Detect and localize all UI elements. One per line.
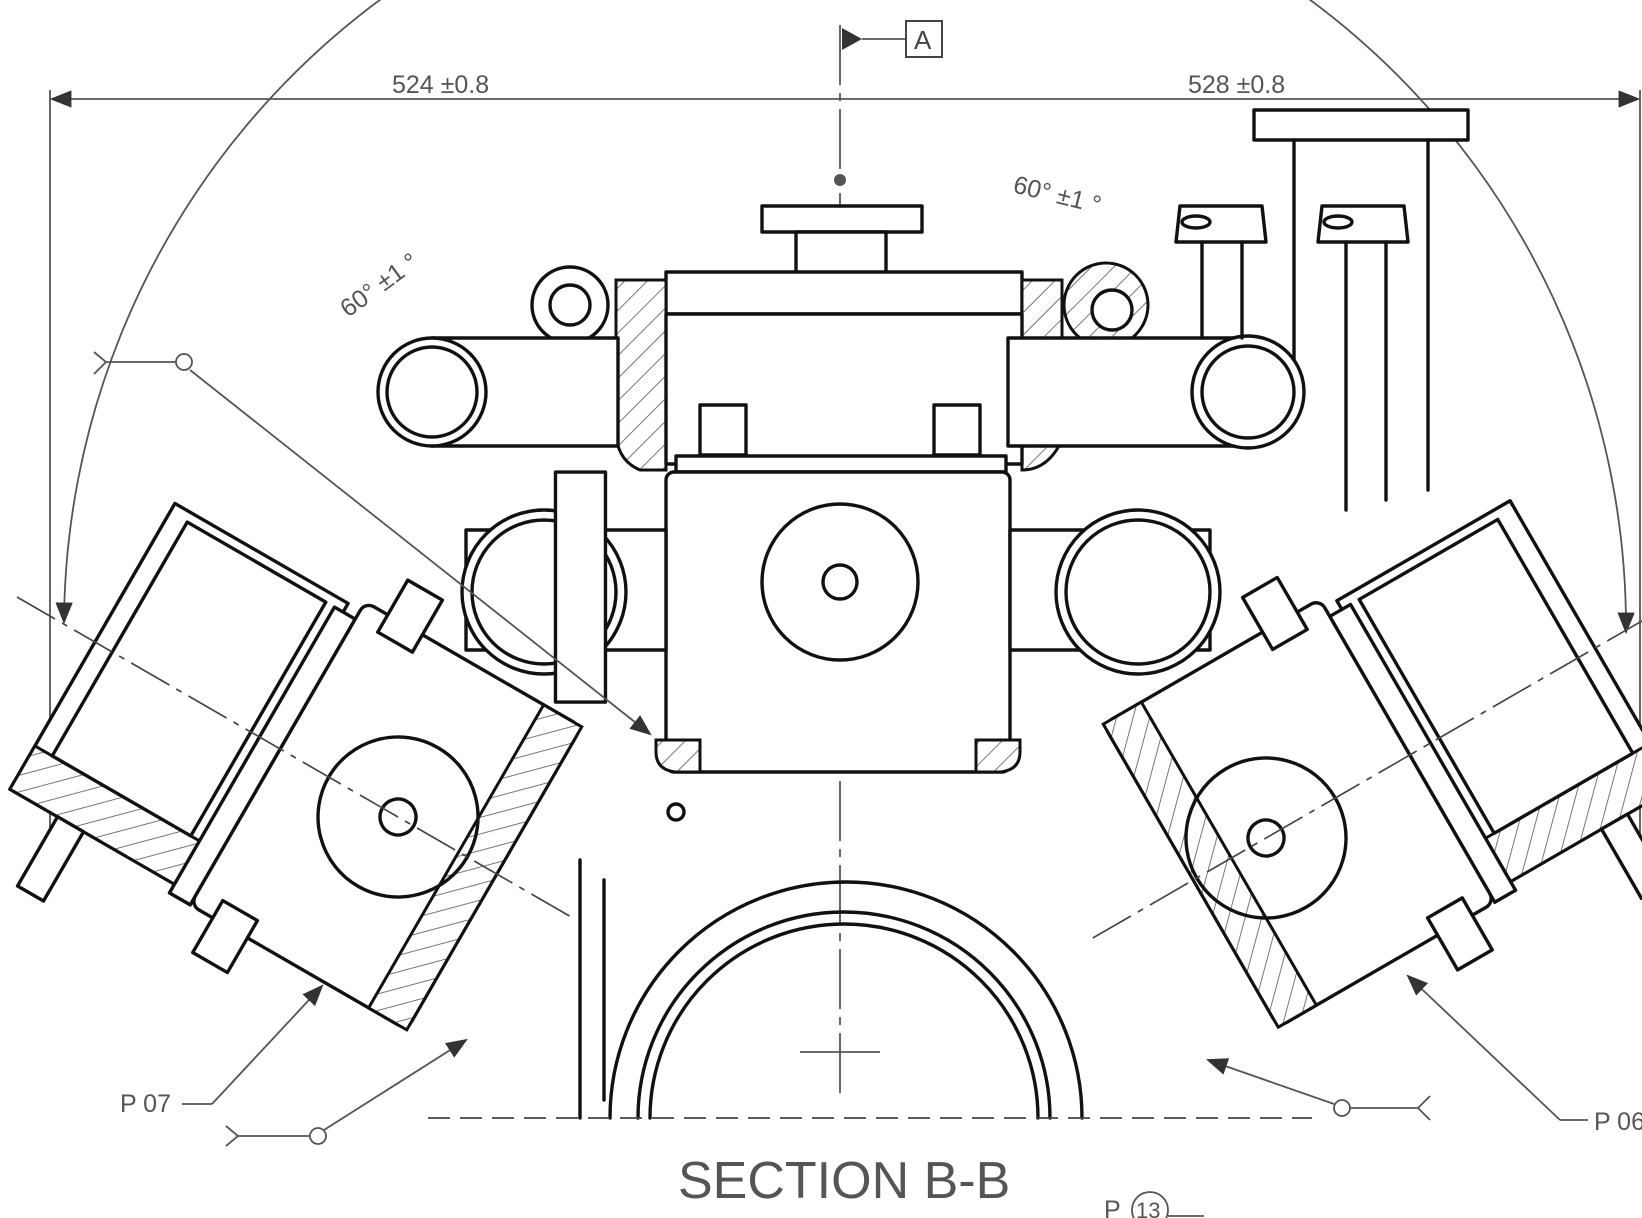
p06-leader <box>1406 974 1561 1121</box>
nozzle-cap-2 <box>1316 204 1410 244</box>
left-rear-shaft <box>15 815 86 903</box>
stack-top-plate <box>1252 108 1470 142</box>
center-hole <box>821 563 859 601</box>
right-motor-assembly <box>1092 499 1642 1030</box>
lifting-eyes <box>530 261 1150 349</box>
right-width-dimension: 528 ±0.8 <box>1188 71 1285 99</box>
right-pipe-inner <box>1064 518 1212 666</box>
nozzle-cap-2-hole <box>1322 214 1354 230</box>
right-rear-panel <box>1357 517 1635 835</box>
drum-outer-arc <box>608 880 1084 1120</box>
lower-right-weld-circle <box>1333 1099 1351 1117</box>
upper-housing-lid <box>664 270 1024 316</box>
right-lifting-eye-hole <box>1090 288 1134 332</box>
right-angle-dimension: 60° ±1 ° <box>1011 171 1104 220</box>
angle-arc <box>55 0 1635 635</box>
right-bottom-lug <box>1425 896 1494 972</box>
p06-callout: P 06 <box>1594 1108 1642 1136</box>
left-top-lug <box>376 578 445 654</box>
left-angle-dimension: 60° ±1 ° <box>335 248 424 323</box>
lower-right-leader <box>1205 1058 1335 1105</box>
lower-drum <box>428 802 1312 1120</box>
right-front-hatched-band <box>1101 700 1319 1030</box>
right-pipe-outer <box>1054 508 1222 676</box>
weld-tail-icon-lower-left <box>225 1125 240 1147</box>
overall-dimensions: 524 ±0.8 528 ±0.8 <box>49 71 1641 870</box>
small-dowel <box>666 802 686 822</box>
housing-flange <box>674 454 1008 474</box>
p07-callout: P 07 <box>120 1090 171 1118</box>
central-body <box>614 204 1064 774</box>
p07-leader <box>211 984 324 1105</box>
weld-tail-icon-lower-right <box>1416 1095 1431 1121</box>
p13-balloon <box>1131 1191 1169 1218</box>
drum-inner-arc <box>648 922 1040 1120</box>
center-bore <box>760 502 920 662</box>
left-front-hatched-band <box>366 702 584 1032</box>
upper-left-lug <box>698 403 748 457</box>
upper-left-tube-bore <box>385 345 479 439</box>
right-top-lug <box>1240 575 1309 652</box>
upper-right-tube-bore <box>1200 344 1296 440</box>
drum-mid-arc <box>636 910 1052 1120</box>
datum-box <box>905 20 943 58</box>
top-cap-stem <box>794 230 888 276</box>
upper-right-lug <box>932 403 982 457</box>
right-rear-shaft <box>1599 812 1642 901</box>
left-motor-centerline <box>16 596 572 918</box>
left-support-arm <box>553 470 608 704</box>
leader-callouts: P 07 P 06 P 13 <box>93 351 1642 1218</box>
p13-number: 13 <box>1136 1198 1160 1218</box>
left-pipe-inner <box>470 518 618 666</box>
weld-all-around-icon <box>175 353 193 371</box>
lower-right-section <box>974 738 1022 774</box>
left-bottom-lug <box>191 898 260 975</box>
top-cap-plate <box>760 204 924 234</box>
left-width-dimension: 524 ±0.8 <box>392 71 489 99</box>
left-lifting-eye-hole <box>548 283 592 327</box>
left-rear-panel <box>50 520 328 838</box>
lower-left-section <box>654 738 702 774</box>
datum-triangle-icon <box>842 28 862 50</box>
right-motor-centerline <box>1092 602 1642 939</box>
main-block <box>664 470 1012 774</box>
upper-left-section <box>614 278 668 472</box>
weld-tail-icon-upper-left <box>93 351 108 375</box>
upper-left-tube-end <box>376 336 488 448</box>
upper-right-tube-end <box>1190 334 1306 450</box>
p13-prefix: P <box>1104 1196 1121 1218</box>
left-motor-assembly <box>7 470 608 1032</box>
upper-left-leader <box>189 369 652 736</box>
section-title: SECTION B-B <box>678 1152 1010 1210</box>
left-lifting-eye <box>530 265 610 345</box>
lower-left-weld-circle <box>309 1127 327 1145</box>
datum-label: A <box>914 25 932 55</box>
nozzle-cap-1-hole <box>1180 214 1212 230</box>
nozzle-cap-1 <box>1174 204 1268 244</box>
upper-tubes <box>376 334 1306 450</box>
right-stacks <box>1174 108 1470 512</box>
lower-left-leader <box>323 1038 468 1131</box>
